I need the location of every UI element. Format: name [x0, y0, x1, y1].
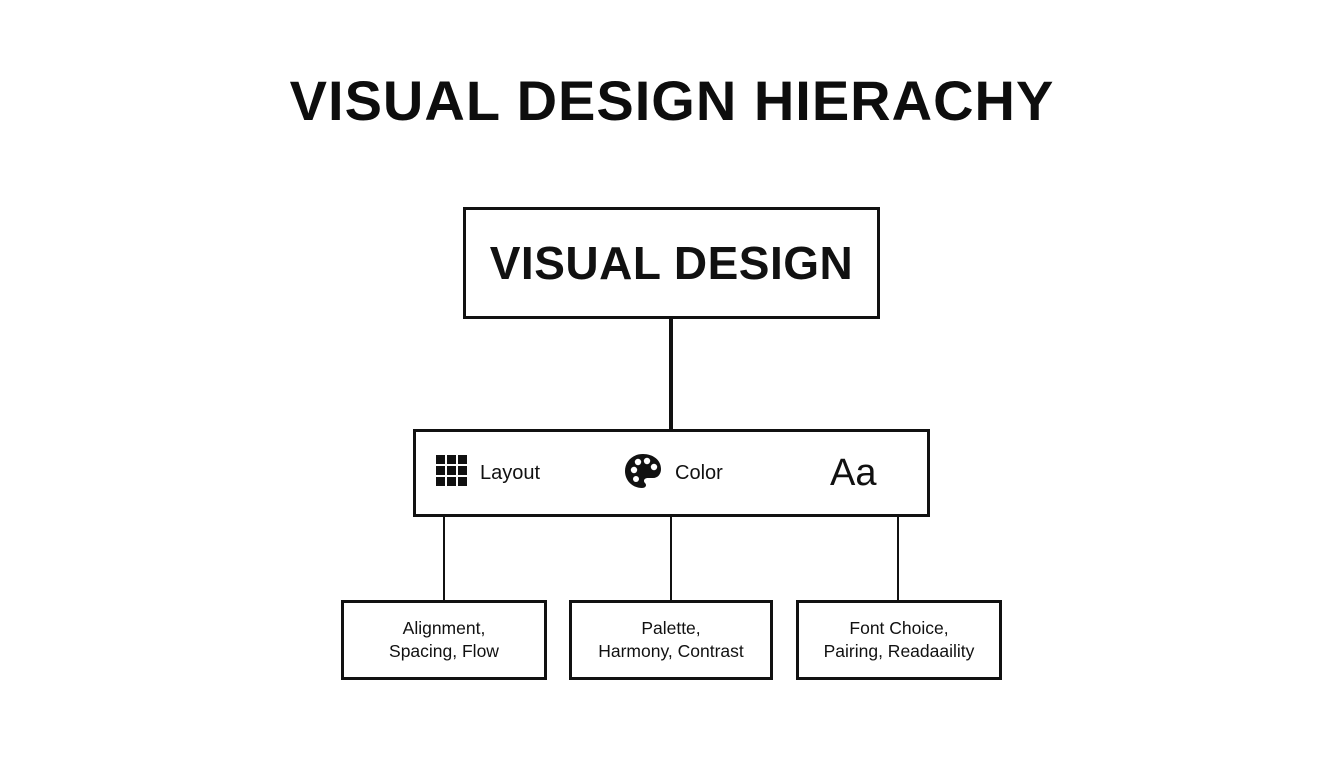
detail-color-line1: Palette,: [641, 618, 701, 638]
grid-icon: [436, 454, 468, 492]
branch-connector-right: [897, 516, 899, 601]
category-color-label: Color: [675, 461, 723, 484]
branch-connector-center: [670, 516, 672, 601]
branch-connector-left: [443, 516, 445, 601]
category-color: Color: [623, 432, 723, 514]
detail-color-line2: Harmony, Contrast: [598, 641, 744, 661]
category-layout-label: Layout: [480, 461, 541, 484]
detail-node-color: Palette, Harmony, Contrast: [569, 600, 773, 680]
diagram-title: VISUAL DESIGN HIERACHY: [289, 69, 1055, 132]
detail-typography-line2: Pairing, Readaaility: [823, 641, 975, 661]
category-layout: Layout: [436, 432, 540, 514]
root-node-label: VISUAL DESIGN: [489, 237, 854, 289]
category-node: Layout Color Aa: [413, 429, 930, 517]
category-typography: Aa: [830, 432, 876, 514]
detail-node-layout: Alignment, Spacing, Flow: [341, 600, 547, 680]
detail-node-typography: Font Choice, Pairing, Readaaility: [796, 600, 1002, 680]
root-node: VISUAL DESIGN: [463, 207, 880, 319]
detail-typography-line1: Font Choice,: [849, 618, 949, 638]
palette-icon: [623, 452, 663, 495]
detail-layout-line1: Alignment,: [402, 618, 486, 638]
typography-icon: Aa: [830, 451, 877, 494]
detail-layout-line2: Spacing, Flow: [389, 641, 499, 661]
root-connector: [669, 318, 673, 430]
